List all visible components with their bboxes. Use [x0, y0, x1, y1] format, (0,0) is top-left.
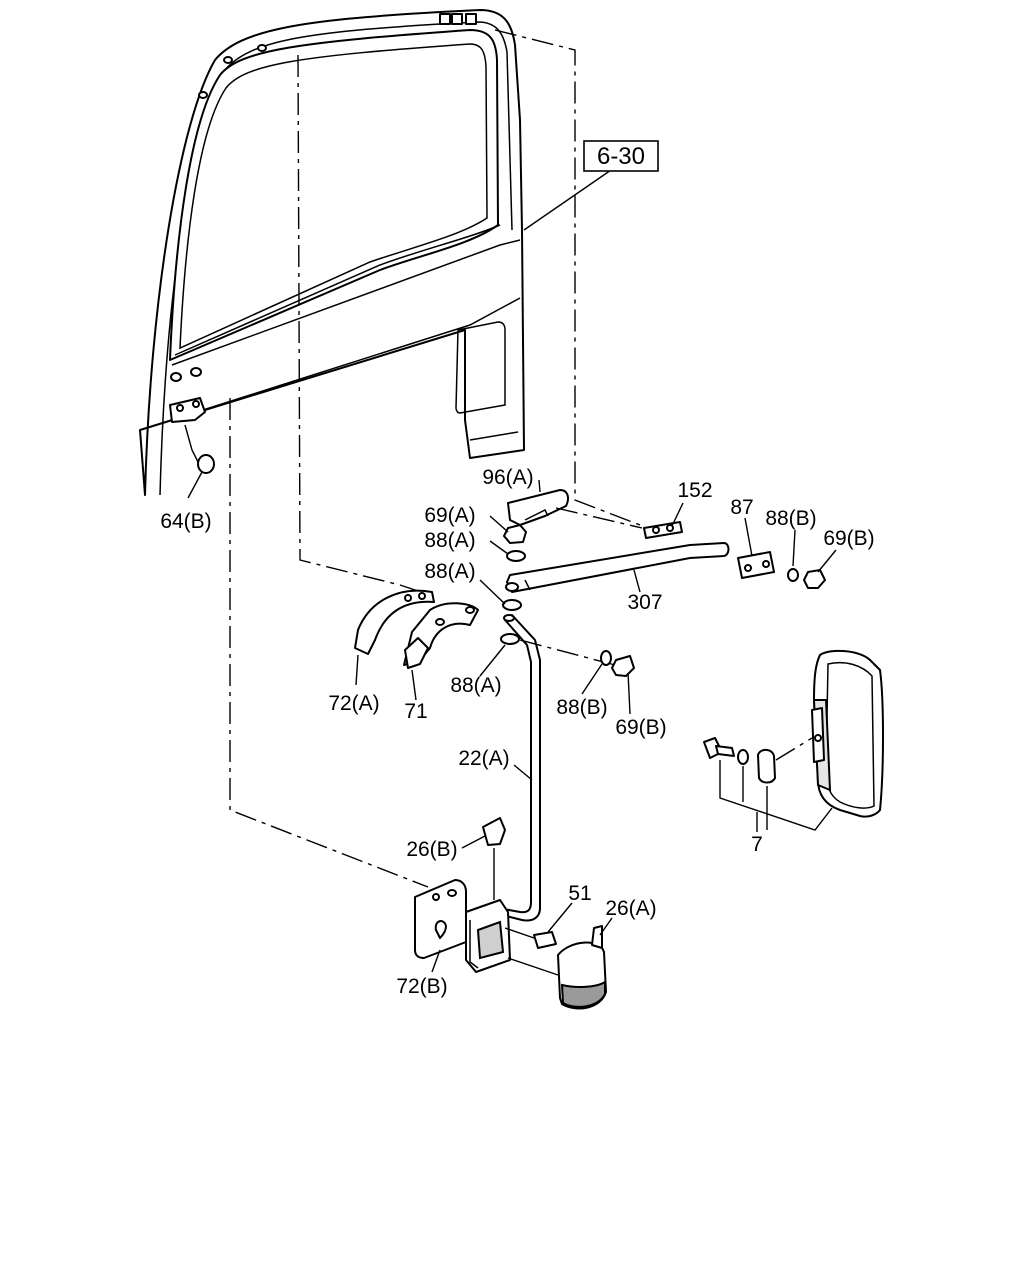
mount-26b — [482, 817, 506, 900]
label-69b-top: 69(B) — [823, 527, 874, 550]
reference-box-6-30 — [583, 140, 659, 172]
leader-lines — [355, 479, 837, 973]
leader-6-30 — [523, 167, 615, 231]
holder-71 — [403, 602, 479, 669]
reference-label-6-30: 6-30 — [597, 143, 645, 170]
label-72a: 72(A) — [328, 692, 379, 715]
washer-88b-top — [787, 568, 799, 582]
label-69b-mid: 69(B) — [615, 716, 666, 739]
bracket-87 — [737, 551, 775, 579]
mirror-washer — [737, 749, 749, 765]
mirror-spacer — [757, 748, 776, 784]
door-panel — [139, 9, 525, 496]
label-26b: 26(B) — [406, 838, 457, 861]
label-88a-1: 88(A) — [424, 529, 475, 552]
plug-64b — [184, 424, 215, 499]
label-152: 152 — [677, 479, 712, 502]
nut-69b-top — [803, 569, 826, 589]
mirror-assembly — [811, 649, 884, 818]
cap-26a — [507, 925, 607, 1010]
nut-69b-mid — [611, 655, 635, 677]
label-69a: 69(A) — [424, 504, 475, 527]
washer-88a-2 — [502, 599, 522, 611]
bracket-72a — [354, 589, 435, 655]
label-307: 307 — [627, 591, 662, 614]
bolt-51 — [504, 927, 557, 949]
label-88a-3: 88(A) — [450, 674, 501, 697]
label-71: 71 — [404, 700, 427, 723]
label-7: 7 — [751, 833, 763, 856]
washer-88b-mid — [600, 650, 612, 666]
label-72b: 72(B) — [396, 975, 447, 998]
arm-22a — [497, 614, 541, 929]
guide-line-right — [494, 29, 641, 526]
leader-7-frame — [719, 760, 833, 831]
label-64b: 64(B) — [160, 510, 211, 533]
label-88b-mid: 88(B) — [556, 696, 607, 719]
washer-88a-1 — [506, 550, 526, 562]
washer-88a-3 — [500, 633, 520, 645]
mirror-guide-line — [775, 737, 813, 761]
stay-307 — [505, 542, 730, 593]
label-88b-top: 88(B) — [765, 507, 816, 530]
label-51: 51 — [568, 882, 591, 905]
cover-96a — [507, 489, 569, 526]
mirror-bolt — [703, 737, 735, 759]
label-88a-2: 88(A) — [424, 560, 475, 583]
clamp-152 — [643, 521, 683, 539]
label-96a: 96(A) — [482, 466, 533, 489]
part-labels: 64(B) 96(A) 152 87 88(B) 69(B) 69(A) 88(… — [160, 466, 874, 998]
nut-69a — [503, 524, 527, 544]
guide-line-lower — [229, 398, 429, 888]
base-housing — [465, 899, 511, 973]
label-22a: 22(A) — [458, 747, 509, 770]
label-26a: 26(A) — [605, 897, 656, 920]
base-plate-72b — [414, 879, 467, 959]
label-87: 87 — [730, 496, 753, 519]
